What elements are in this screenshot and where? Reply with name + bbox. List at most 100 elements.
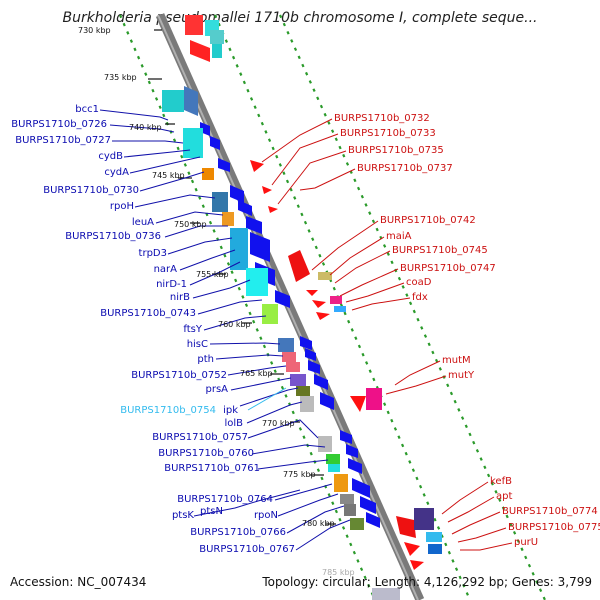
gene-label[interactable]: BURPS1710b_0726 [11, 119, 107, 130]
gene-label[interactable]: BURPS1710b_0774 [502, 506, 598, 517]
gene-label[interactable]: BURPS1710b_0727 [15, 135, 111, 146]
gene-block [290, 374, 306, 386]
gene-arrow [404, 542, 420, 556]
gene-label[interactable]: pth [197, 354, 214, 365]
gene-block [318, 436, 332, 452]
gene-arrow [190, 40, 210, 62]
gene-label[interactable]: ptsK [171, 510, 194, 521]
kbp-tick-label: 765 kbp [240, 369, 273, 378]
gene-block [340, 494, 354, 504]
gene-label[interactable]: BURPS1710b_0733 [340, 128, 436, 139]
gene-block [212, 192, 228, 212]
gene-label[interactable]: apt [496, 491, 513, 502]
gene-label[interactable]: BURPS1710b_0757 [152, 432, 248, 443]
gene-label[interactable]: fdx [412, 292, 428, 303]
left-leader-lines [99, 109, 351, 551]
gene-label[interactable]: narA [153, 264, 177, 275]
gene-label[interactable]: BURPS1710b_0735 [348, 145, 444, 156]
gene-label[interactable]: maiA [386, 231, 412, 242]
gene-label[interactable]: BURPS1710b_0736 [65, 231, 161, 242]
gene-label[interactable]: BURPS1710b_0737 [357, 163, 453, 174]
gene-label[interactable]: BURPS1710b_0732 [334, 113, 430, 124]
gene-block [300, 396, 314, 412]
gene-label[interactable]: rpoN [253, 510, 278, 521]
gene-label[interactable]: BURPS1710b_0775 [508, 522, 600, 533]
gene-arrow [230, 185, 244, 203]
gene-block [202, 168, 214, 180]
gene-block [282, 352, 296, 362]
gene-block [330, 296, 342, 304]
gene-arrow [346, 444, 358, 458]
gene-label[interactable]: mutM [442, 355, 471, 366]
gene-label[interactable]: leuA [131, 217, 154, 228]
gene-arrow [348, 458, 362, 474]
gene-label[interactable]: nirB [169, 292, 190, 303]
gene-arrow [288, 250, 310, 282]
gene-arrow [410, 560, 424, 570]
kbp-tick-label: 745 kbp [152, 171, 185, 180]
gene-label[interactable]: BURPS1710b_0747 [400, 263, 496, 274]
gene-block [162, 90, 184, 112]
gene-label[interactable]: trpD3 [138, 248, 167, 259]
kbp-tick-label: 770 kbp [262, 419, 295, 428]
gene-label[interactable]: BURPS1710b_0752 [131, 370, 227, 381]
gene-block [246, 268, 268, 296]
kbp-tick-label: 735 kbp [104, 73, 137, 82]
gene-label[interactable]: rpoH [109, 201, 134, 212]
gene-block [278, 338, 294, 352]
gene-label[interactable]: BURPS1710b_0764 [177, 494, 273, 505]
gene-label[interactable]: prsA [205, 384, 228, 395]
gene-label[interactable]: BURPS1710b_0743 [100, 308, 196, 319]
gene-label[interactable]: BURPS1710b_0761 [164, 463, 260, 474]
gene-arrow [316, 312, 330, 320]
gene-label-highlighted[interactable]: BURPS1710b_0754 [120, 405, 216, 416]
gene-label[interactable]: ptsN [200, 506, 223, 517]
right-leader-lines [261, 118, 513, 551]
gene-block [344, 504, 356, 516]
gene-block [286, 362, 300, 372]
gene-label[interactable]: cydA [104, 167, 129, 178]
kbp-tick-label: 785 kbp [322, 568, 355, 577]
gene-label[interactable]: bcc1 [75, 104, 99, 115]
gene-block [185, 15, 203, 35]
genome-summary-text: Topology: circular; Length: 4,126,292 bp… [262, 575, 592, 589]
gene-arrow [396, 516, 416, 538]
gene-label[interactable]: BURPS1710b_0730 [43, 185, 139, 196]
gene-label[interactable]: BURPS1710b_0745 [392, 245, 488, 256]
gene-label[interactable]: ipk [223, 405, 238, 416]
gene-arrow [238, 200, 252, 216]
gene-label[interactable]: BURPS1710b_0742 [380, 215, 476, 226]
gene-block [414, 508, 434, 530]
gene-label[interactable]: BURPS1710b_0767 [199, 544, 295, 555]
gene-block [366, 388, 382, 410]
gene-block [334, 474, 348, 492]
kbp-tick-label: 760 kbp [218, 320, 251, 329]
gene-label[interactable]: purU [514, 537, 539, 548]
gene-label[interactable]: ftsY [183, 324, 202, 335]
gene-arrow [275, 290, 290, 308]
gene-block [328, 464, 340, 472]
scale-ticks [148, 29, 336, 525]
accession-text: Accession: NC_007434 [10, 575, 147, 589]
gene-block [350, 518, 364, 530]
kbp-tick-label: 755 kbp [196, 270, 229, 279]
gene-label[interactable]: hisC [186, 339, 208, 350]
gene-label[interactable]: kefB [490, 476, 512, 487]
gene-label[interactable]: coaD [406, 277, 432, 288]
gene-arrow [218, 158, 230, 172]
gene-features [162, 15, 400, 600]
kbp-tick-label: 750 kbp [174, 220, 207, 229]
gene-label[interactable]: cydB [98, 151, 123, 162]
highlight-leader-line [247, 387, 287, 411]
kbp-tick-label: 780 kbp [302, 519, 335, 528]
gene-block [183, 128, 203, 158]
gene-arrow [246, 216, 262, 234]
gene-label[interactable]: mutY [448, 370, 475, 381]
gene-label[interactable]: BURPS1710b_0760 [158, 448, 254, 459]
gene-label[interactable]: BURPS1710b_0766 [190, 527, 286, 538]
gene-arrow [306, 290, 318, 296]
gene-label[interactable]: nirD-1 [156, 279, 187, 290]
gene-arrow [250, 160, 264, 172]
gene-label[interactable]: lolB [224, 418, 243, 429]
gene-arrow [250, 232, 270, 262]
